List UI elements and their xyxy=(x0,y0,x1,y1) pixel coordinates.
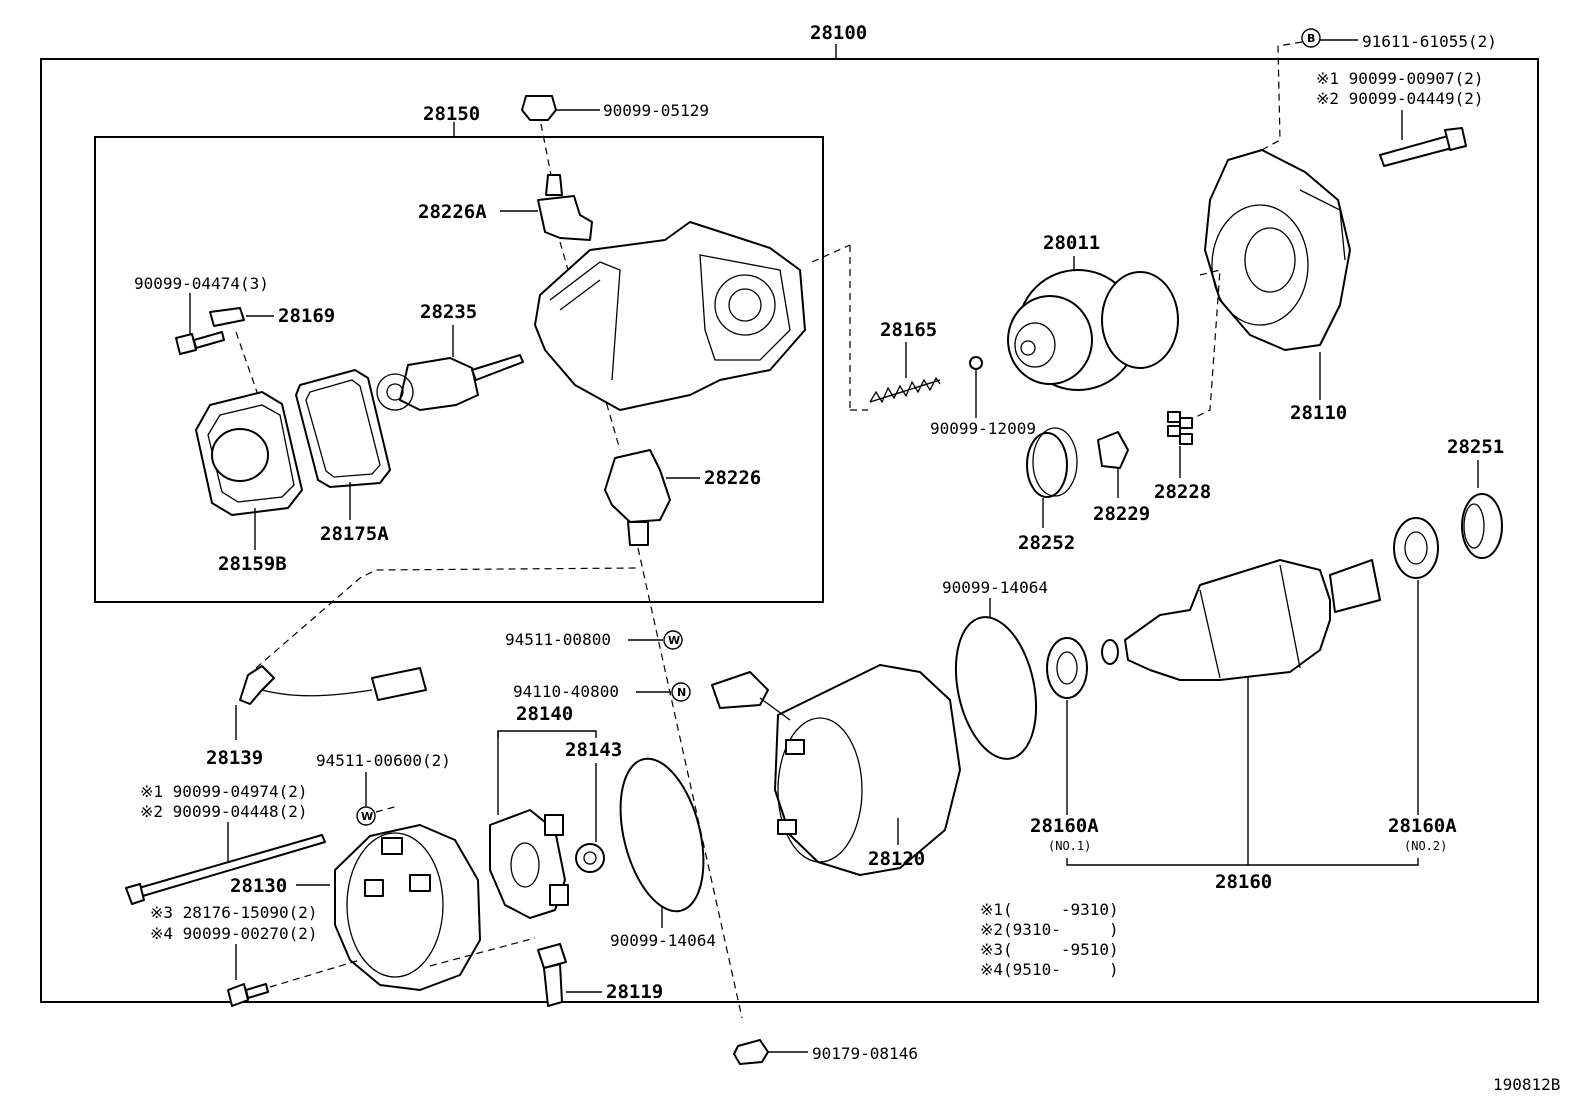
badge-w-mid xyxy=(663,630,683,650)
label-28165: 28165 xyxy=(880,319,937,341)
label-90179-08146: 90179-08146 xyxy=(812,1044,918,1063)
label-90099-12009: 90099-12009 xyxy=(930,419,1036,438)
subassembly-frame xyxy=(94,136,824,603)
label-28175A: 28175A xyxy=(320,523,389,545)
through-bolt-top xyxy=(1379,110,1467,167)
spring-28143 xyxy=(575,843,605,873)
svg-text:W: W xyxy=(361,810,373,823)
note1-top: ※1 90099-00907(2) xyxy=(1316,69,1484,88)
label-94511-00600: 94511-00600(2) xyxy=(316,751,451,770)
nut-90179-08146 xyxy=(733,1039,808,1065)
label-28140: 28140 xyxy=(516,703,573,725)
gear-28251 xyxy=(1461,493,1503,559)
label-28130: 28130 xyxy=(230,875,287,897)
label-28169: 28169 xyxy=(278,305,335,327)
label-28160A-no1: 28160A xyxy=(1030,815,1099,837)
plunger-28235 xyxy=(376,354,524,411)
terminal-28226A xyxy=(500,174,593,241)
screw-28119 xyxy=(537,943,567,1007)
label-28235: 28235 xyxy=(420,301,477,323)
label-28226: 28226 xyxy=(704,467,761,489)
spring-28165 xyxy=(869,376,941,404)
note4-left: ※4 90099-00270(2) xyxy=(150,924,318,943)
gasket-28175A xyxy=(295,369,391,488)
terminal-28226 xyxy=(604,449,700,546)
svg-text:N: N xyxy=(677,686,686,699)
label-28119: 28119 xyxy=(606,981,663,1003)
label-28228: 28228 xyxy=(1154,481,1211,503)
yoke-28120 xyxy=(711,664,961,876)
label-90099-14064-a: 90099-14064 xyxy=(942,578,1048,597)
bolt-90099-04474 xyxy=(175,331,225,355)
label-28160: 28160 xyxy=(1215,871,1272,893)
badge-n-mid xyxy=(671,682,691,702)
footnote-2: ※2(9310- ) xyxy=(980,920,1119,939)
badge-w-left xyxy=(356,806,376,826)
cover-28159B xyxy=(195,391,303,516)
footnote-4: ※4(9510- ) xyxy=(980,960,1119,979)
label-28159B: 28159B xyxy=(218,553,287,575)
through-bolt-left xyxy=(125,822,326,905)
label-28011: 28011 xyxy=(1043,232,1100,254)
label-90099-04474: 90099-04474(3) xyxy=(134,274,269,293)
subassembly-number: 28150 xyxy=(423,103,480,125)
label-28226A: 28226A xyxy=(418,201,487,223)
label-28139: 28139 xyxy=(206,747,263,769)
label-28229: 28229 xyxy=(1093,503,1150,525)
bearing-28160A-no2 xyxy=(1393,517,1439,579)
drive-housing-28110 xyxy=(1204,149,1351,351)
label-no1: (NO.1) xyxy=(1048,839,1091,853)
label-94511-00800: 94511-00800 xyxy=(505,630,611,649)
label-28252: 28252 xyxy=(1018,532,1075,554)
oring-90099-14064-a xyxy=(954,616,1038,760)
label-no2: (NO.2) xyxy=(1404,839,1447,853)
note2-top: ※2 90099-04449(2) xyxy=(1316,89,1484,108)
footnote-1: ※1( -9310) xyxy=(980,900,1119,919)
oring-90099-14064-b xyxy=(619,757,705,913)
footnote-3: ※3( -9510) xyxy=(980,940,1119,959)
bracket-28169 xyxy=(209,307,274,327)
label-28143: 28143 xyxy=(565,739,622,761)
ball-90099-12009 xyxy=(969,356,983,370)
nut-90099-05129 xyxy=(521,95,600,121)
badge-b-top xyxy=(1301,28,1321,48)
label-28251: 28251 xyxy=(1447,436,1504,458)
label-90099-14064-b: 90099-14064 xyxy=(610,931,716,950)
gear-28252 xyxy=(1026,427,1078,498)
armature-28160 xyxy=(1101,559,1381,681)
label-90099-05129: 90099-05129 xyxy=(603,101,709,120)
assembly-number: 28100 xyxy=(810,22,867,44)
svg-text:B: B xyxy=(1307,32,1315,45)
clutch-28011 xyxy=(1007,269,1179,391)
note2-left: ※2 90099-04448(2) xyxy=(140,802,308,821)
assembly-frame xyxy=(40,58,1539,1003)
rollers-28228 xyxy=(1167,411,1193,445)
note1-left: ※1 90099-04974(2) xyxy=(140,782,308,801)
label-28160A-no2: 28160A xyxy=(1388,815,1457,837)
note3-left: ※3 28176-15090(2) xyxy=(150,903,318,922)
label-94110-40800: 94110-40800 xyxy=(513,682,619,701)
label-28110: 28110 xyxy=(1290,402,1347,424)
label-91611-61055: 91611-61055(2) xyxy=(1362,32,1497,51)
screw-90099-00270 xyxy=(227,983,269,1007)
svg-text:W: W xyxy=(668,634,680,647)
retainer-28229 xyxy=(1097,431,1129,469)
label-28120: 28120 xyxy=(868,848,925,870)
brush-holder-28140 xyxy=(489,809,569,919)
solenoid-housing xyxy=(534,221,806,411)
end-frame-28130 xyxy=(334,824,481,991)
lead-wire-28139 xyxy=(239,665,427,705)
diagram-code: 190812B xyxy=(1493,1075,1560,1094)
bearing-28160A-no1 xyxy=(1046,637,1088,699)
